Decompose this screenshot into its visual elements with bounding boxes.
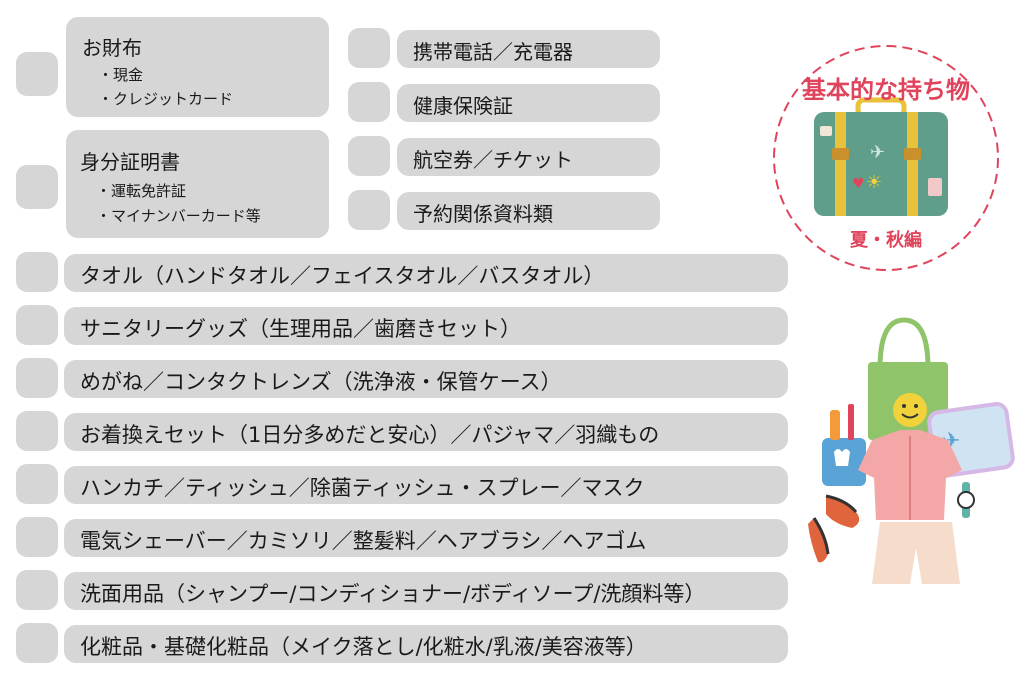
- list-item-label: ハンカチ／ティッシュ／除菌ティッシュ・スプレー／マスク: [80, 476, 645, 500]
- list-item-label: タオル（ハンドタオル／フェイスタオル／バスタオル）: [80, 264, 605, 288]
- list-item-label: お着換えセット（1日分多めだと安心）／パジャマ／羽織もの: [80, 423, 660, 447]
- id-box: [66, 130, 329, 238]
- suitcase-icon: ✈ ☀ ♥: [814, 97, 948, 216]
- checkbox[interactable]: [16, 358, 58, 398]
- list-item-label: 航空券／チケット: [413, 148, 573, 172]
- checkbox[interactable]: [16, 623, 58, 663]
- checkbox[interactable]: [16, 570, 58, 610]
- list-item: [397, 138, 660, 176]
- list-item-label: 洗面用品（シャンプー/コンディショナー/ボディソープ/洗顔料等）: [80, 582, 706, 606]
- svg-text:✈: ✈: [870, 142, 885, 163]
- list-item: [64, 360, 788, 398]
- checkbox[interactable]: [348, 190, 390, 230]
- list-item: [64, 466, 788, 504]
- wallet-box: [66, 17, 329, 117]
- list-item: [64, 572, 788, 610]
- checkbox[interactable]: [348, 136, 390, 176]
- wristwatch-icon: [957, 482, 975, 518]
- list-item-label: 健康保険証: [413, 94, 513, 118]
- list-item-label: 携帯電話／充電器: [413, 40, 573, 64]
- list-item-label: 電気シェーバー／カミソリ／整髪料／ヘアブラシ／ヘアゴム: [80, 529, 647, 553]
- wallet-item-card: ・クレジットカード: [98, 90, 234, 108]
- list-item: [397, 30, 660, 68]
- id-item-license: ・運転免許証: [96, 182, 187, 200]
- checkbox[interactable]: [16, 464, 58, 504]
- id-title: 身分証明書: [80, 150, 180, 174]
- checkbox[interactable]: [348, 82, 390, 122]
- list-item: [64, 254, 788, 292]
- checkbox[interactable]: [348, 28, 390, 68]
- list-item: [64, 519, 788, 557]
- list-item: [397, 84, 660, 122]
- shirt-icon: [858, 430, 962, 520]
- list-item: [64, 307, 788, 345]
- wallet-title: お財布: [82, 36, 142, 60]
- list-item-label: めがね／コンタクトレンズ（洗浄液・保管ケース）: [80, 370, 562, 394]
- checkbox[interactable]: [16, 52, 58, 96]
- wallet-item-cash: ・現金: [98, 66, 144, 84]
- checkbox[interactable]: [16, 305, 58, 345]
- badge-title: 基本的な持ち物: [802, 76, 970, 104]
- svg-text:♥: ♥: [852, 176, 865, 192]
- badge-subtitle: 夏・秋編: [850, 230, 922, 251]
- checkbox[interactable]: [16, 252, 58, 292]
- sneakers-icon: [808, 494, 860, 563]
- toothbrush-cup-icon: [822, 404, 866, 486]
- svg-text:☀: ☀: [866, 172, 882, 193]
- svg-text:✈: ✈: [942, 429, 960, 454]
- checkbox[interactable]: [16, 517, 58, 557]
- checkbox[interactable]: [16, 411, 58, 451]
- shorts-icon: [872, 522, 960, 584]
- pouch-icon: ✈: [927, 402, 1015, 478]
- list-item-label: 予約関係資料類: [413, 202, 553, 226]
- list-item-label: 化粧品・基礎化粧品（メイク落とし/化粧水/乳液/美容液等）: [80, 635, 647, 659]
- list-item: [64, 625, 788, 663]
- tote-bag-icon: [868, 317, 948, 440]
- smiley-face-icon: [893, 393, 927, 427]
- checkbox[interactable]: [16, 165, 58, 209]
- id-item-mynumber: ・マイナンバーカード等: [96, 207, 261, 225]
- list-item-label: サニタリーグッズ（生理用品／歯磨きセット）: [80, 317, 521, 341]
- list-item: [64, 413, 788, 451]
- list-item: [397, 192, 660, 230]
